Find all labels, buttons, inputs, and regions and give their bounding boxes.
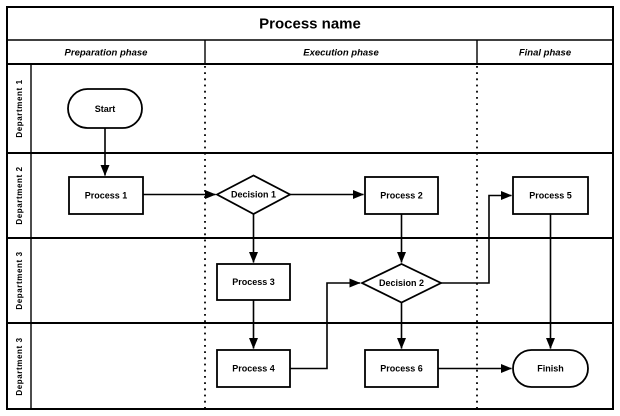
node-decision2-label: Decision 2 <box>379 278 424 288</box>
connectors <box>100 128 555 373</box>
node-finish: Finish <box>512 349 589 388</box>
node-start: Start <box>67 88 143 129</box>
node-decision1-label: Decision 1 <box>231 190 276 200</box>
node-process2: Process 2 <box>364 176 439 215</box>
decision1-diamond-shape <box>215 174 292 216</box>
start-terminator-shape <box>67 88 143 129</box>
phase-label-final: Final phase <box>519 48 572 59</box>
lane-label-department-3b: Department 3 <box>15 337 24 395</box>
phase-label-preparation: Preparation phase <box>65 48 149 59</box>
node-process1: Process 1 <box>68 176 144 215</box>
phase-label-execution: Execution phase <box>303 48 379 59</box>
node-decision1: Decision 1 <box>215 174 292 216</box>
node-process4: Process 4 <box>216 349 291 388</box>
lane-labels: Department 1 Department 2 Department 3 D… <box>15 79 24 395</box>
process3-shape <box>216 263 291 301</box>
node-process3-label: Process 3 <box>232 277 275 287</box>
lane-label-department-2: Department 2 <box>15 166 24 224</box>
process6-shape <box>364 349 439 388</box>
process4-shape <box>216 349 291 388</box>
edge-decision2-process5 <box>441 191 512 284</box>
node-process6: Process 6 <box>364 349 439 388</box>
pool-border <box>6 6 614 410</box>
node-process3: Process 3 <box>216 263 291 301</box>
process5-shape <box>512 176 589 215</box>
phase-header: Preparation phase Execution phase Final … <box>65 48 572 59</box>
node-process1-label: Process 1 <box>85 191 128 201</box>
process2-shape <box>364 176 439 215</box>
lane-label-department-3: Department 3 <box>15 251 24 309</box>
process1-shape <box>68 176 144 215</box>
decision2-diamond-shape <box>359 263 444 304</box>
node-finish-label: Finish <box>537 364 564 374</box>
node-process5: Process 5 <box>512 176 589 215</box>
diagram-title: Process name <box>259 16 361 33</box>
node-start-label: Start <box>95 104 116 114</box>
nodes: Start Process 1 Decision 1 Process 2 Pro… <box>67 88 589 388</box>
node-process6-label: Process 6 <box>380 364 423 374</box>
lane-label-department-1: Department 1 <box>15 79 24 137</box>
pool-frame <box>6 6 614 410</box>
node-process2-label: Process 2 <box>380 191 423 201</box>
node-process5-label: Process 5 <box>529 191 572 201</box>
finish-terminator-shape <box>512 349 589 388</box>
edge-process4-decision2 <box>290 278 361 370</box>
node-decision2: Decision 2 <box>359 263 444 304</box>
node-process4-label: Process 4 <box>232 364 275 374</box>
